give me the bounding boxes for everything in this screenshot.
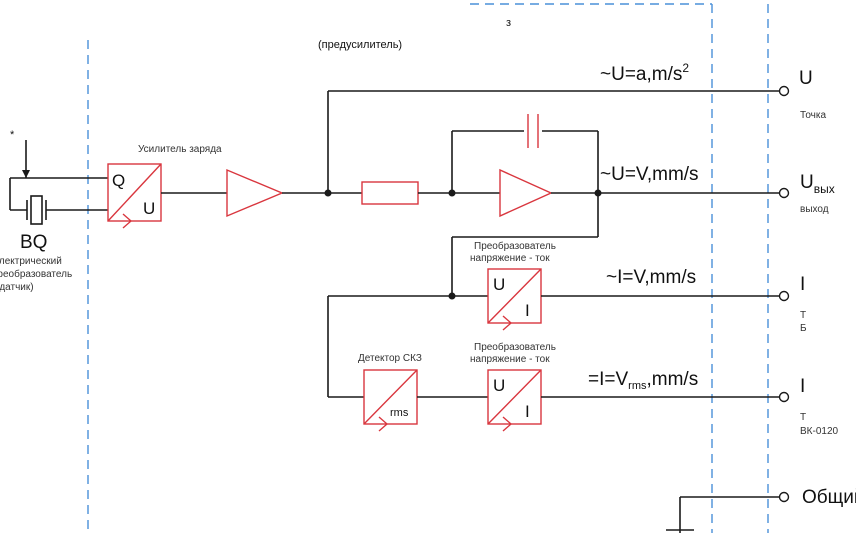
piezo-sensor: * xyxy=(9,129,108,225)
label-velocity: ~U=V,mm/s xyxy=(600,164,699,185)
sensor-desc-2: преобразователь xyxy=(0,268,72,280)
sensor-id: BQ xyxy=(20,232,47,253)
label-accel: ~U=a,m/s2 xyxy=(600,61,689,85)
right-note-3: Т xyxy=(800,310,806,321)
rms-detector-text: rms xyxy=(390,407,409,419)
header-mark: з xyxy=(506,17,511,29)
right-note-4: Б xyxy=(800,323,807,334)
right-note-2: выход xyxy=(800,204,829,215)
terminal-common xyxy=(778,491,790,503)
right-label-rms: I xyxy=(800,376,805,397)
terminal-rms xyxy=(778,391,790,403)
amplifier-1 xyxy=(226,168,284,218)
right-note-6: ВК-0120 xyxy=(800,426,839,437)
converter1-in: U xyxy=(493,275,505,294)
converter1-out: I xyxy=(525,301,530,320)
charge-amp-label: Усилитель заряда xyxy=(138,144,222,155)
right-label-common: Общий xyxy=(802,487,856,508)
converter2-in: U xyxy=(493,376,505,395)
right-label-accel: U xyxy=(799,68,813,89)
converter2-out: I xyxy=(525,402,530,421)
charge-converter-block xyxy=(107,163,162,229)
charge-converter-out: U xyxy=(143,199,155,218)
amplifier-2 xyxy=(499,168,553,218)
right-label-current: I xyxy=(800,274,805,295)
right-label-velocity: Uвых xyxy=(800,172,835,196)
converter1-label-1: Преобразователь xyxy=(474,240,556,252)
sensor-asterisk: * xyxy=(10,129,15,141)
converter1-block xyxy=(487,268,542,331)
sensor-desc-1: электрический xyxy=(0,256,62,267)
right-note-1: Точка xyxy=(800,110,826,121)
converter2-label-2: напряжение - ток xyxy=(470,354,550,365)
terminal-accel xyxy=(778,85,790,97)
converter1-label-2: напряжение - ток xyxy=(470,253,550,264)
rms-detector-label: Детектор СКЗ xyxy=(358,353,422,364)
header-fragment: (предусилитель) xyxy=(318,39,402,51)
converter2-label-1: Преобразователь xyxy=(474,341,556,353)
converter2-block xyxy=(487,369,542,432)
terminal-velocity xyxy=(778,187,790,199)
sensor-desc-3: (датчик) xyxy=(0,282,34,293)
terminal-current xyxy=(778,290,790,302)
right-note-5: Т xyxy=(800,412,806,423)
label-rms: =I=Vrms,mm/s xyxy=(588,369,698,392)
integrator-resistor xyxy=(361,181,419,205)
charge-converter-in: Q xyxy=(112,171,125,190)
rms-detector-block xyxy=(363,369,418,432)
label-current: ~I=V,mm/s xyxy=(606,267,696,288)
